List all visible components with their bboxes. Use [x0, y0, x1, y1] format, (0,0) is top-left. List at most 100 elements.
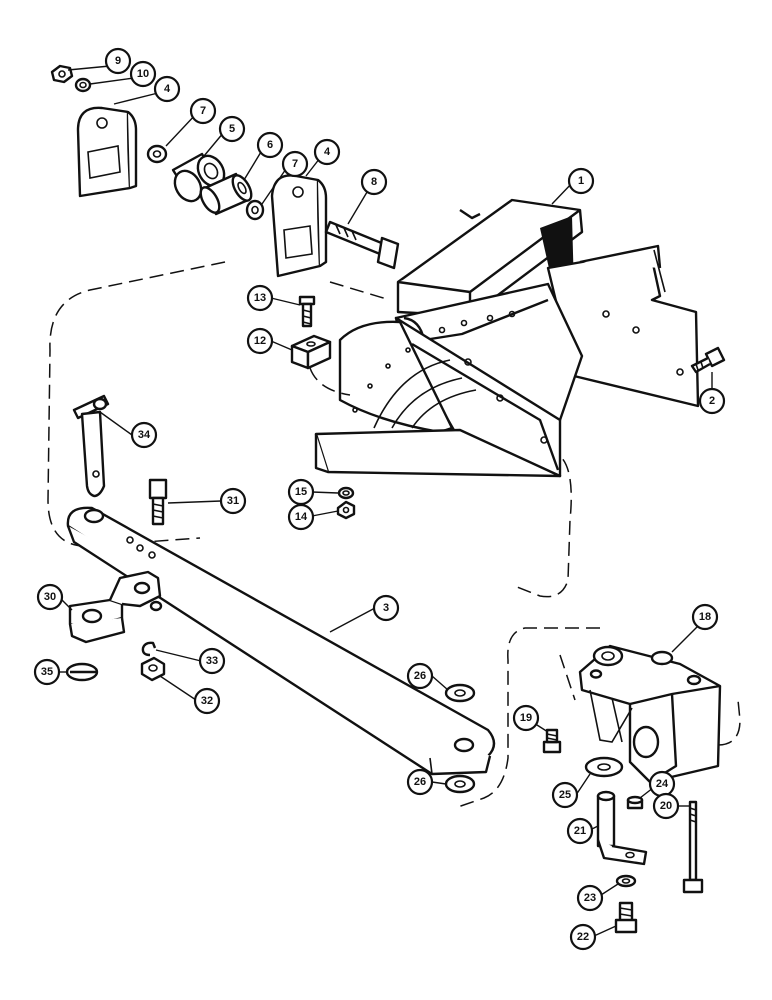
svg-text:23: 23: [584, 892, 596, 904]
bolt-2: [690, 346, 726, 374]
callout-3: 3: [372, 594, 400, 622]
callout-19: 19: [512, 704, 540, 732]
washer-26-lower: [444, 774, 476, 794]
callout-24: 24: [648, 770, 676, 798]
pin-21: [596, 790, 648, 866]
callout-9: 9: [104, 47, 132, 75]
svg-text:12: 12: [254, 335, 266, 347]
bolt-22: [614, 901, 638, 934]
callout-6: 6: [256, 131, 284, 159]
svg-text:33: 33: [206, 655, 218, 667]
sleeve-6: [199, 172, 253, 216]
drawbar-support-1: [314, 198, 700, 478]
hitch-bracket-18: [578, 644, 722, 784]
hitch-pin-34: [72, 394, 110, 498]
svg-text:22: 22: [577, 931, 589, 943]
svg-text:31: 31: [227, 495, 239, 507]
dashed-group-outline-upper: [47, 261, 572, 598]
svg-text:13: 13: [254, 292, 266, 304]
callout-21: 21: [566, 817, 594, 845]
washer-15: [337, 486, 355, 500]
callout-30: 30: [36, 583, 64, 611]
clevis-30: [68, 570, 163, 644]
svg-text:26: 26: [414, 776, 426, 788]
bolt-20: [682, 800, 704, 894]
svg-text:4: 4: [164, 83, 171, 95]
callout-31: 31: [219, 487, 247, 515]
callout-13: 13: [246, 284, 274, 312]
nut-14: [336, 500, 356, 520]
svg-text:35: 35: [41, 666, 53, 678]
washer-7-left: [146, 144, 168, 164]
callout-18: 18: [691, 603, 719, 631]
nut-32: [140, 656, 166, 682]
svg-text:26: 26: [414, 670, 426, 682]
bolt-31: [148, 478, 168, 526]
svg-text:2: 2: [709, 395, 715, 407]
svg-text:9: 9: [115, 55, 121, 67]
callout-12: 12: [246, 327, 274, 355]
bracket-plate-4-left: [76, 106, 138, 198]
washer-7-right: [245, 199, 265, 221]
svg-text:32: 32: [201, 695, 213, 707]
block-12: [290, 334, 332, 370]
svg-text:10: 10: [137, 68, 149, 80]
svg-text:24: 24: [656, 778, 669, 790]
svg-text:14: 14: [295, 511, 308, 523]
dashed-group-outline-lower: [454, 627, 741, 809]
callout-34: 34: [130, 421, 158, 449]
callout-35: 35: [33, 658, 61, 686]
svg-text:4: 4: [324, 146, 331, 158]
svg-text:6: 6: [267, 139, 273, 151]
svg-text:18: 18: [699, 611, 711, 623]
svg-text:15: 15: [295, 486, 307, 498]
svg-text:7: 7: [292, 158, 298, 170]
callout-4-right: 4: [313, 138, 341, 166]
callout-26-lower: 26: [406, 768, 434, 796]
svg-text:19: 19: [520, 712, 532, 724]
bolt-13: [298, 295, 316, 328]
svg-text:7: 7: [200, 105, 206, 117]
callout-8: 8: [360, 168, 388, 196]
block-12-dashed-path: [309, 367, 351, 396]
bolt-19: [542, 728, 562, 754]
callout-15: 15: [287, 478, 315, 506]
callout-7-right: 7: [281, 150, 309, 178]
svg-text:25: 25: [559, 789, 571, 801]
svg-text:30: 30: [44, 591, 56, 603]
svg-text:3: 3: [383, 602, 389, 614]
nut-9: [50, 64, 74, 84]
callout-5: 5: [218, 115, 246, 143]
svg-text:5: 5: [229, 123, 235, 135]
drawbar-3: [66, 506, 496, 776]
callout-2: 2: [698, 387, 726, 415]
callout-25: 25: [551, 781, 579, 809]
callout-14: 14: [287, 503, 315, 531]
callout-10: 10: [129, 60, 157, 88]
svg-text:34: 34: [138, 429, 151, 441]
lock-washer-10: [74, 77, 92, 93]
washer-25: [584, 756, 624, 778]
callout-7-left: 7: [189, 97, 217, 125]
callout-1: 1: [567, 167, 595, 195]
spacer-24: [626, 795, 644, 810]
svg-text:8: 8: [371, 176, 377, 188]
callout-32: 32: [193, 687, 221, 715]
callout-22: 22: [569, 923, 597, 951]
callout-leader-lines: [58, 65, 713, 937]
callout-23: 23: [576, 884, 604, 912]
svg-text:20: 20: [660, 800, 672, 812]
callout-4-left: 4: [153, 75, 181, 103]
bracket-plate-4-right: [270, 174, 328, 278]
svg-text:1: 1: [578, 175, 584, 187]
callout-26-upper: 26: [406, 662, 434, 690]
callout-33: 33: [198, 647, 226, 675]
washer-26-upper: [444, 683, 476, 703]
washer-23: [615, 874, 637, 888]
bolt-8: [324, 220, 400, 270]
callout-20: 20: [652, 792, 680, 820]
snap-ring-33: [141, 641, 157, 657]
svg-text:21: 21: [574, 825, 586, 837]
linch-pin-35: [65, 662, 99, 682]
